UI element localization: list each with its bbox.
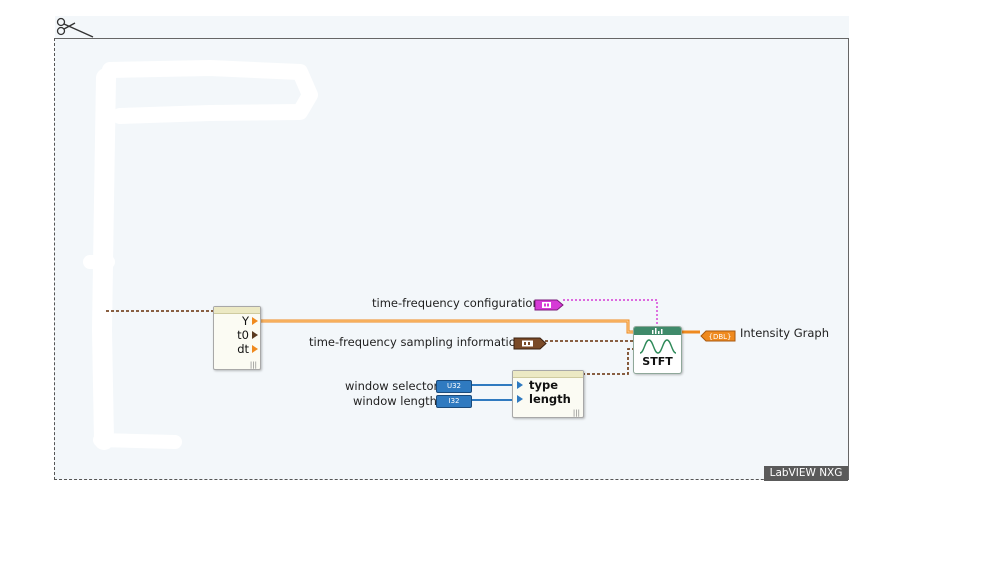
node-header xyxy=(513,371,583,378)
input-arrow-icon xyxy=(517,381,523,389)
tf-config-terminal[interactable] xyxy=(534,296,564,311)
bundle-row-type: type xyxy=(513,378,583,392)
y-wire xyxy=(258,319,635,334)
input-arrow-icon xyxy=(517,395,523,403)
scissors-icon xyxy=(56,17,94,38)
stft-node[interactable]: STFT xyxy=(633,326,682,374)
unbundle-row-t0: t0 xyxy=(214,328,260,342)
tf-config-wire xyxy=(563,299,658,326)
canvas-top-strip xyxy=(55,16,849,40)
window-length-label: window length xyxy=(353,394,437,408)
bundle-row-length: length xyxy=(513,392,583,406)
product-badge: LabVIEW NXG xyxy=(764,466,848,481)
window-cluster-wire xyxy=(582,348,636,375)
intensity-graph-label: Intensity Graph xyxy=(740,326,829,340)
node-grip-icon: ||| xyxy=(572,409,580,417)
svg-text:{DBL}: {DBL} xyxy=(709,333,732,341)
window-length-terminal[interactable]: I32 xyxy=(436,395,472,408)
spectrum-icon xyxy=(652,328,663,334)
dbl-indicator-icon: {DBL} xyxy=(700,330,736,342)
node-grip-icon: ||| xyxy=(249,361,257,369)
output-arrow-icon xyxy=(252,317,258,325)
window-selector-terminal[interactable]: U32 xyxy=(436,380,472,393)
intensity-graph-terminal[interactable]: {DBL} xyxy=(700,327,736,342)
tf-sampling-label: time-frequency sampling information xyxy=(309,335,524,349)
stft-header xyxy=(634,327,681,335)
window-function-icon xyxy=(639,339,676,354)
window-bundle-node[interactable]: type length ||| xyxy=(512,370,584,418)
stft-label: STFT xyxy=(642,355,673,368)
tf-sampling-terminal[interactable] xyxy=(513,335,547,350)
unbundle-row-dt: dt xyxy=(214,342,260,356)
unbundle-by-name-node[interactable]: Y t0 dt ||| xyxy=(213,306,261,370)
node-header xyxy=(214,307,260,314)
unbundle-row-y: Y xyxy=(214,314,260,328)
output-arrow-icon xyxy=(252,331,258,339)
window-selector-label: window selector xyxy=(345,379,439,393)
output-arrow-icon xyxy=(252,345,258,353)
tf-config-label: time-frequency configuration xyxy=(372,296,540,310)
redaction-scribble xyxy=(83,60,318,450)
